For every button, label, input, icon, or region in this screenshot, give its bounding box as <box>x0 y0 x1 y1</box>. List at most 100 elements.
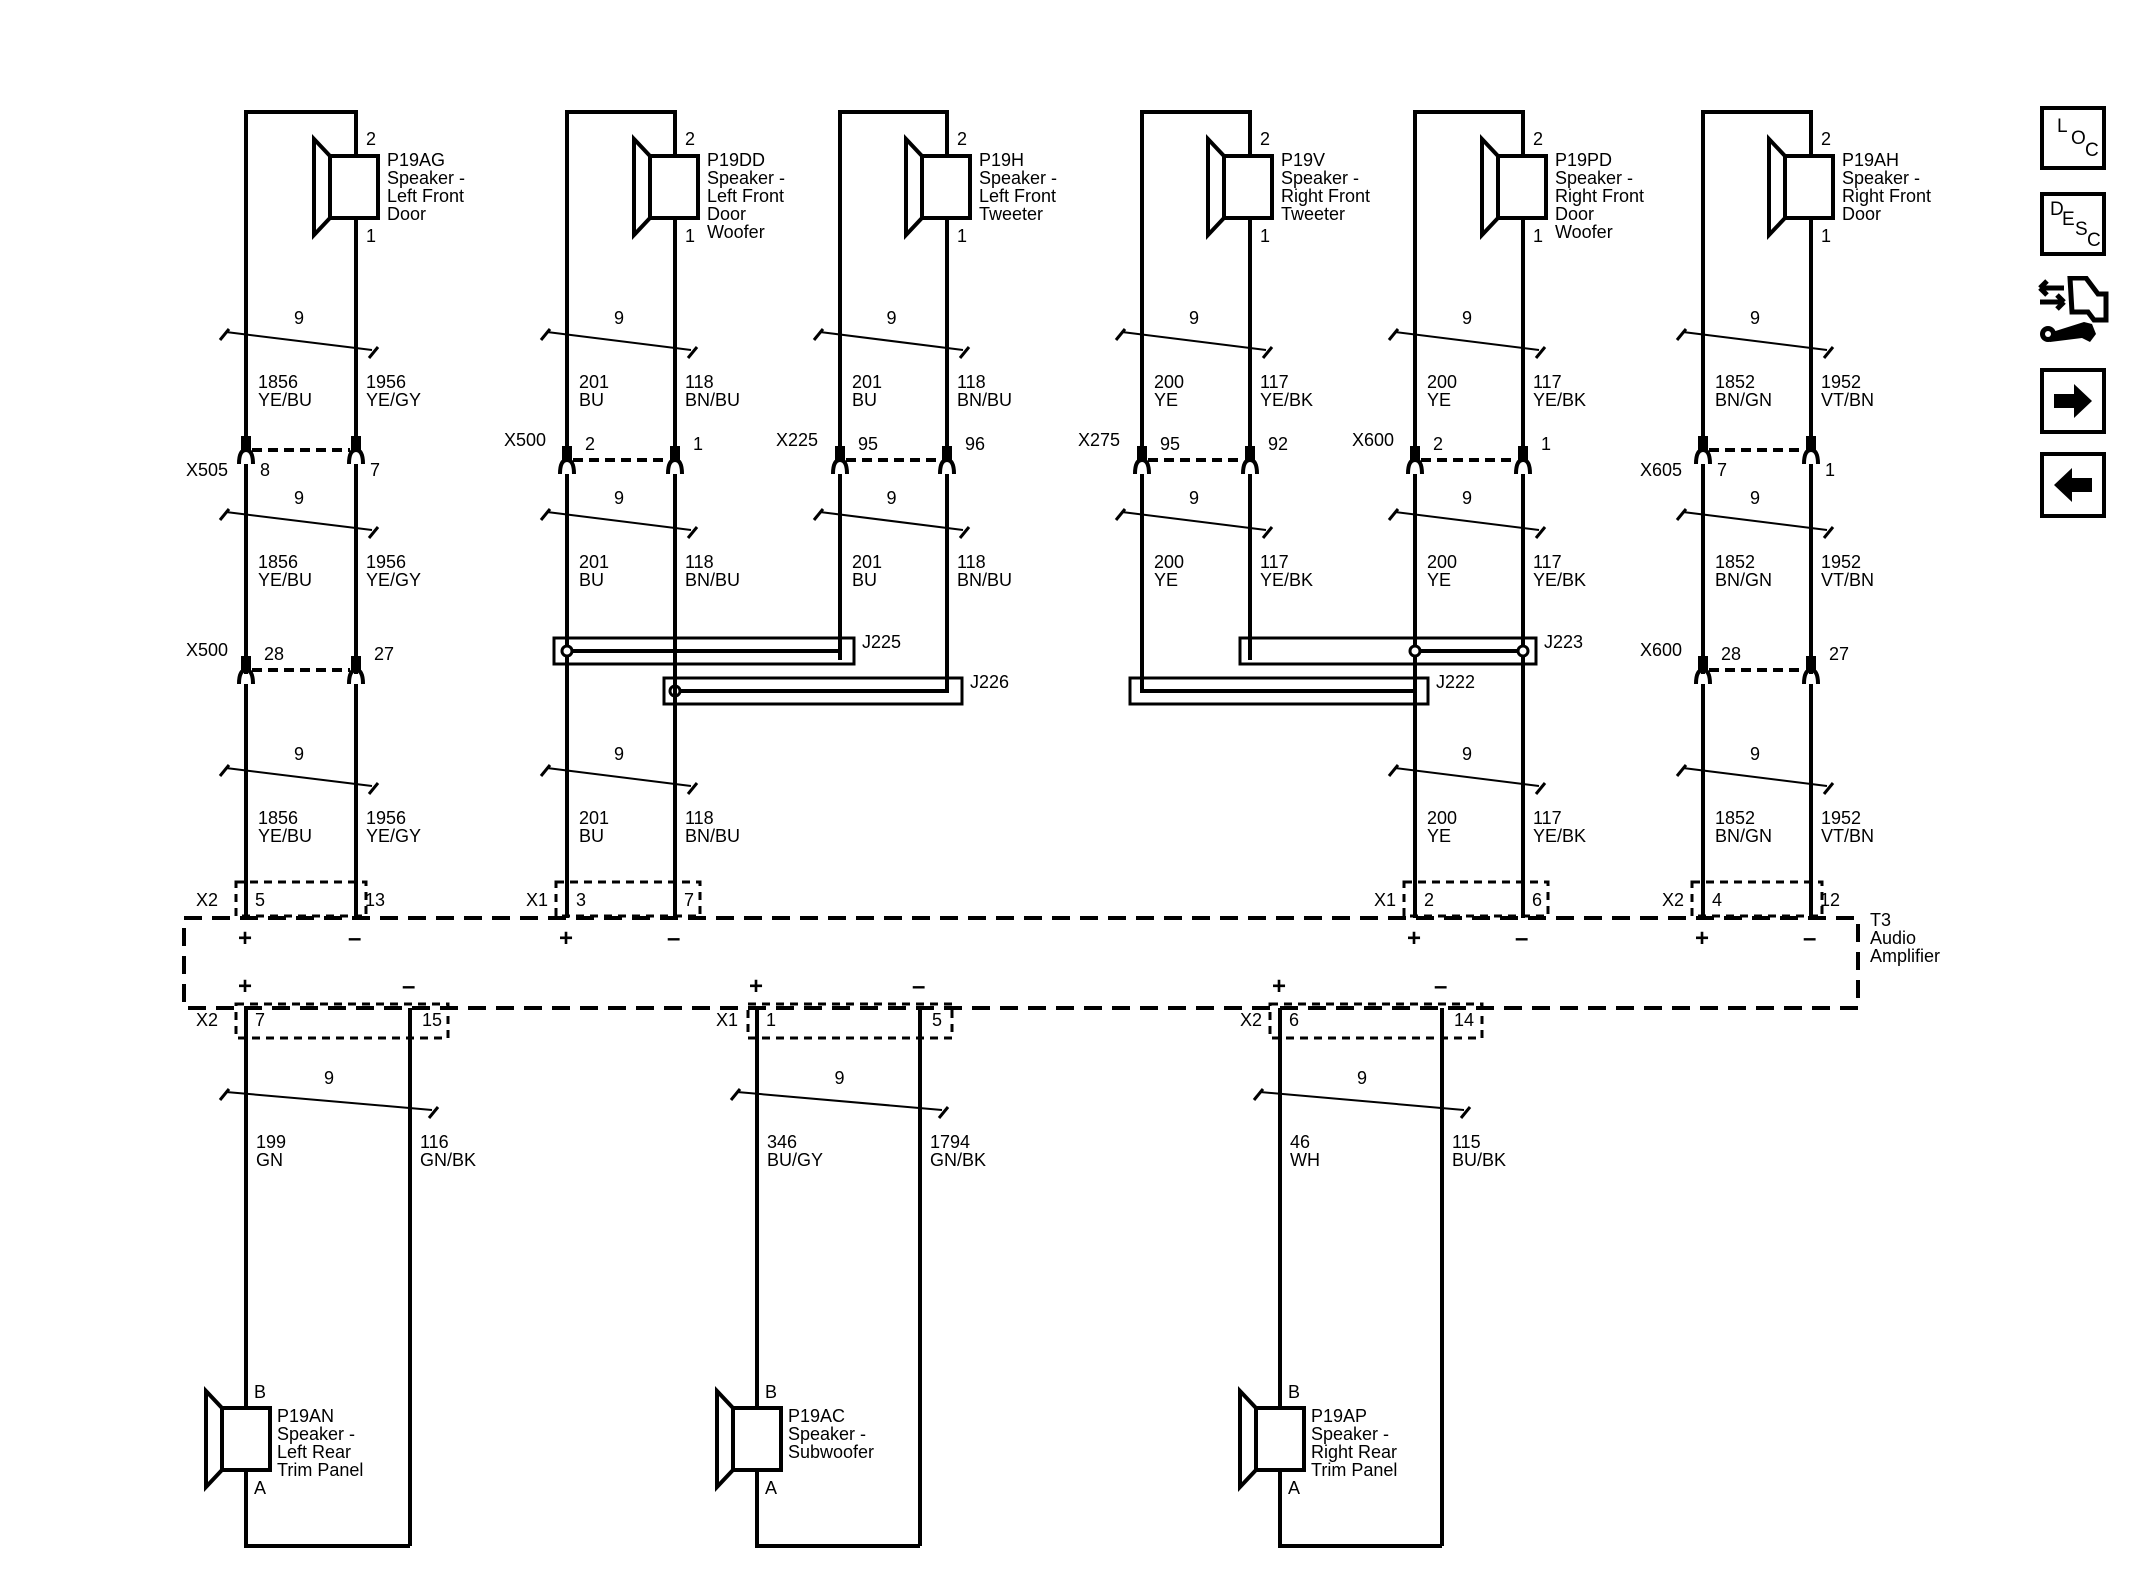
connector-pin <box>1806 656 1816 670</box>
connector-pin-label: 95 <box>1160 434 1180 454</box>
wire-circuit-label: 200 <box>1427 372 1457 392</box>
gauge-tick <box>1822 782 1835 795</box>
rear-speaker-7-cone-icon <box>715 1385 735 1493</box>
amp-plus-label: + <box>238 973 252 1000</box>
amp-plus-label: + <box>749 973 763 1000</box>
component-id: P19AP <box>1311 1406 1367 1426</box>
splice-label: J225 <box>862 632 901 652</box>
gauge-tick <box>729 1088 742 1101</box>
connector-pin <box>1806 436 1816 450</box>
wire-color-label: BU <box>579 570 604 590</box>
splice-node <box>1408 644 1422 658</box>
wire-color-label: YE/GY <box>366 826 421 846</box>
next-button[interactable] <box>2040 368 2106 434</box>
connector-pin-label: 92 <box>1268 434 1288 454</box>
speaker-2-cone-icon <box>904 133 924 241</box>
component-pin: 1 <box>1533 226 1543 246</box>
speaker-3-cone-icon <box>1206 133 1226 241</box>
wire-circuit-label: 1852 <box>1715 552 1755 572</box>
component-desc: Tweeter <box>979 204 1043 224</box>
gauge-tick <box>1534 526 1547 539</box>
speaker-4-cone-icon <box>1480 133 1500 241</box>
amp-minus-label: – <box>1515 925 1528 952</box>
rear-speaker-7-icon <box>731 1406 783 1472</box>
component-id: P19V <box>1281 150 1325 170</box>
splice-j222 <box>1128 676 1430 706</box>
prev-button[interactable] <box>2040 452 2106 518</box>
gauge-line <box>1394 511 1540 531</box>
wire-circuit-label: 1952 <box>1821 808 1861 828</box>
connector-pin <box>1137 446 1147 460</box>
loc-letter-o: O <box>2071 128 2086 149</box>
gauge-tick <box>1114 328 1127 341</box>
loc-button[interactable]: L O C <box>2040 106 2106 170</box>
wire-color-label: YE/BK <box>1533 826 1586 846</box>
wire-color-label: BN/BU <box>685 390 740 410</box>
amp-plus-label: + <box>559 925 573 952</box>
component-pin: 2 <box>957 129 967 149</box>
desc-button[interactable]: D E S C <box>2040 192 2106 256</box>
gauge-line <box>225 1091 433 1111</box>
wire-gauge-label: 9 <box>614 488 624 508</box>
connector-name: X505 <box>186 460 228 480</box>
amp-plus-label: + <box>1695 925 1709 952</box>
connector-terminal <box>1133 457 1151 475</box>
wire-circuit-label: 199 <box>256 1132 286 1152</box>
wire-circuit-label: 1956 <box>366 372 406 392</box>
splice-bus <box>1140 660 1415 693</box>
speaker-loop-wire <box>244 110 358 452</box>
wire-circuit-label: 201 <box>852 372 882 392</box>
amp-output-pin-label: 15 <box>422 1010 442 1030</box>
wire-color-label: YE <box>1154 570 1178 590</box>
connector-terminal <box>666 457 684 475</box>
wire-color-label: BN/BU <box>685 570 740 590</box>
rear-speaker-return <box>755 1470 920 1548</box>
splice-bus <box>675 660 949 693</box>
speaker-5-icon <box>1783 154 1835 220</box>
gauge-tick <box>686 346 699 359</box>
gauge-tick <box>539 764 552 777</box>
amp-output-pin-label: 7 <box>255 1010 265 1030</box>
gauge-tick <box>1822 346 1835 359</box>
amp-input-pin-label: 7 <box>684 890 694 910</box>
wire-color-label: YE <box>1154 390 1178 410</box>
amp-output-connector <box>234 1002 450 1040</box>
component-desc: Right Front <box>1555 186 1644 206</box>
rear-speaker-6-cone-icon <box>204 1385 224 1493</box>
wire-color-label: YE/GY <box>366 570 421 590</box>
amp-minus-label: – <box>1803 925 1816 952</box>
gauge-tick <box>1459 1106 1472 1119</box>
gauge-tick <box>539 328 552 341</box>
connector-pin <box>562 446 572 460</box>
wire-gauge-label: 9 <box>1750 308 1760 328</box>
amplifier-desc: Audio <box>1870 928 1916 948</box>
wire-gauge-label: 9 <box>1750 744 1760 764</box>
component-pin: 1 <box>1260 226 1270 246</box>
gauge-line <box>736 1091 943 1111</box>
connector-terminal <box>938 457 956 475</box>
amp-input-pin-label: 6 <box>1532 890 1542 910</box>
wire-color-label: YE/BK <box>1260 570 1313 590</box>
speaker-0-icon <box>328 154 380 220</box>
component-pin: A <box>254 1478 266 1498</box>
gauge-tick <box>218 1088 231 1101</box>
connector-terminal <box>831 457 849 475</box>
gauge-tick <box>1675 508 1688 521</box>
component-desc: Door <box>1842 204 1881 224</box>
connector-terminal <box>1406 457 1424 475</box>
gauge-line <box>819 511 964 531</box>
wire-color-label: BN/BU <box>957 390 1012 410</box>
component-id: P19AN <box>277 1406 334 1426</box>
connector-wrench-icon[interactable] <box>2036 276 2110 346</box>
component-desc: Speaker - <box>1281 168 1359 188</box>
wire-gauge-label: 9 <box>887 488 897 508</box>
connector-pin-label: 2 <box>585 434 595 454</box>
amp-input-pin-label: 13 <box>365 890 385 910</box>
gauge-tick <box>1261 346 1274 359</box>
wire-circuit-label: 117 <box>1533 552 1562 572</box>
amp-input-pin-label: 2 <box>1424 890 1434 910</box>
gauge-tick <box>218 328 231 341</box>
wire-gauge-label: 9 <box>1462 744 1472 764</box>
component-id: P19PD <box>1555 150 1612 170</box>
rear-speaker-8-cone-icon <box>1238 1385 1258 1493</box>
